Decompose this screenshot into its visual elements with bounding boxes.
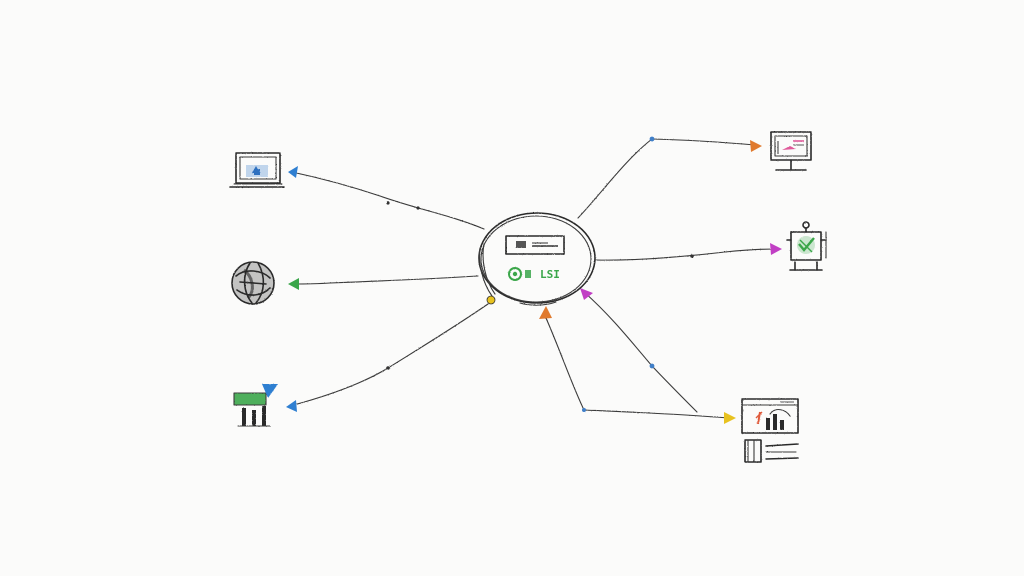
link-dashboard-panel-b: [583, 291, 698, 413]
robot-device-icon: [786, 221, 827, 271]
dashboard-panel-icon: [741, 398, 799, 463]
laptop-icon: [229, 152, 285, 188]
link-laptop: [291, 171, 485, 230]
link-globe: [291, 275, 479, 285]
link-dashboard-panel-a: [545, 317, 729, 419]
arrow-into-hub-magenta: [580, 288, 593, 300]
central-hub: [478, 212, 596, 306]
arrow-dashboard-panel: [724, 412, 736, 424]
monitor-chart-icon: [770, 131, 812, 171]
link-monitor-chart: [577, 138, 756, 219]
globe-icon: [231, 261, 275, 305]
link-signal-bars: [289, 303, 489, 407]
arrow-into-hub-orange: [539, 306, 552, 319]
hub-port-yellow: [486, 295, 496, 305]
arrowheads: [286, 140, 782, 424]
hub-screen: [505, 235, 565, 255]
link-robot-device: [595, 248, 778, 261]
arrow-laptop: [288, 166, 298, 178]
hub-status-icon: [508, 267, 522, 281]
arrow-monitor-chart: [750, 140, 762, 152]
connections: [289, 136, 778, 419]
arrow-signal-bars: [286, 400, 297, 412]
hub-label: LSI: [540, 268, 560, 281]
signal-bars-icon: [233, 384, 278, 427]
arrow-globe: [288, 278, 299, 290]
arrow-robot-device: [770, 243, 782, 255]
